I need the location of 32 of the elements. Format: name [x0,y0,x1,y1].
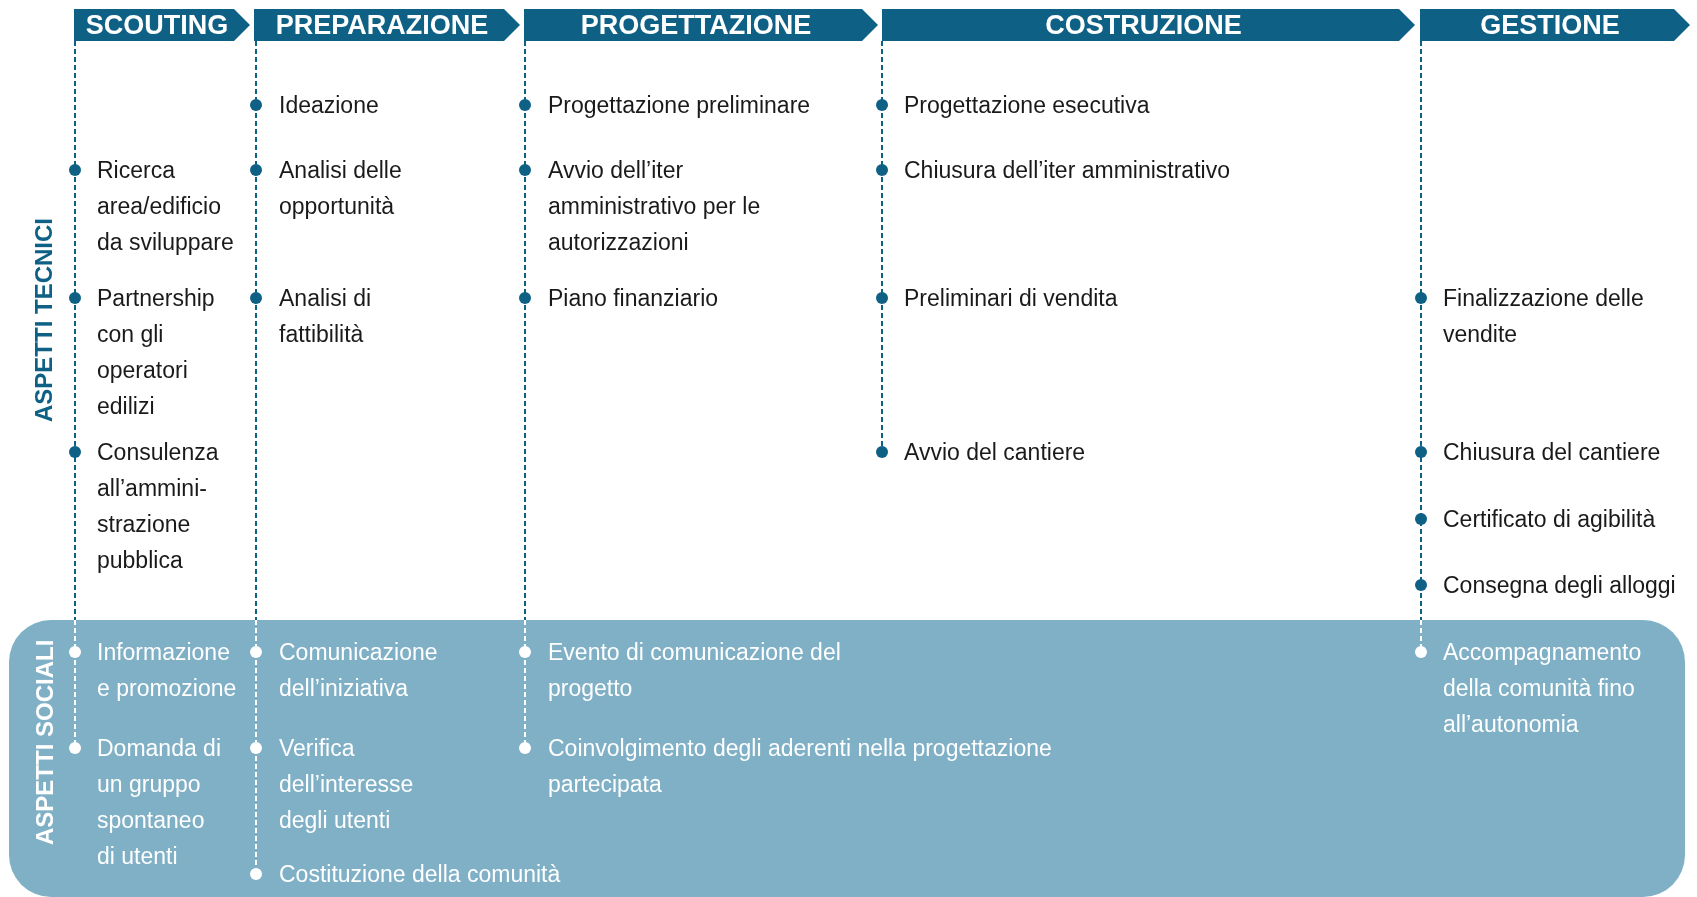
step-text: Chiusura del cantiere [1443,438,1662,467]
step-text: Domanda di un gruppo spontaneo di utenti [97,734,222,871]
step-text: Verifica dell’interesse degli utenti [279,734,415,835]
phase-header-banner: GESTIONE [1420,9,1690,41]
step-text: Informazione e promozione [97,638,238,703]
step-text: Chiusura dell’iter amministrativo [904,156,1231,185]
step-text: Progettazione preliminare [548,91,812,120]
step-text: Preliminari di vendita [904,284,1119,313]
step-text: Avvio del cantiere [904,438,1087,467]
step-text: Piano finanziario [548,284,720,313]
phase-header-banner: PREPARAZIONE [254,9,520,41]
step-text: Coinvolgimento degli aderenti nella progettazione partecipata [548,734,1053,799]
step-text: Consulenza all’ammini-strazione pubblica [97,438,220,575]
step-text: Certificato di agibilità [1443,505,1657,534]
step-text: Analisi di fattibilità [279,284,373,349]
step-text: Finalizzazione delle vendite [1443,284,1645,349]
phase-header-banner: COSTRUZIONE [882,9,1415,41]
step-text: Partnership con gli operatori edilizi [97,284,216,421]
row-title: ASPETTI TECNICI [30,217,58,424]
step-text: Analisi delle opportunità [279,156,403,221]
step-text: Avvio dell’iter amministrativo per le autorizzazioni [548,156,762,257]
step-text: Costituzione della comunità [279,860,562,889]
step-text: Progettazione esecutiva [904,91,1151,120]
step-text: Ricerca area/edificio da sviluppare [97,156,235,257]
step-text: Evento di comunicazione del progetto [548,638,842,703]
section-band [9,620,1685,897]
step-text: Comunicazione dell’iniziativa [279,638,439,703]
step-text: Consegna degli alloggi [1443,571,1677,600]
step-text: Ideazione [279,91,380,120]
section-title: ASPETTI SOCIALI [31,638,59,848]
phase-header-banner: SCOUTING [74,9,250,41]
phase-header-banner: PROGETTAZIONE [524,9,878,41]
